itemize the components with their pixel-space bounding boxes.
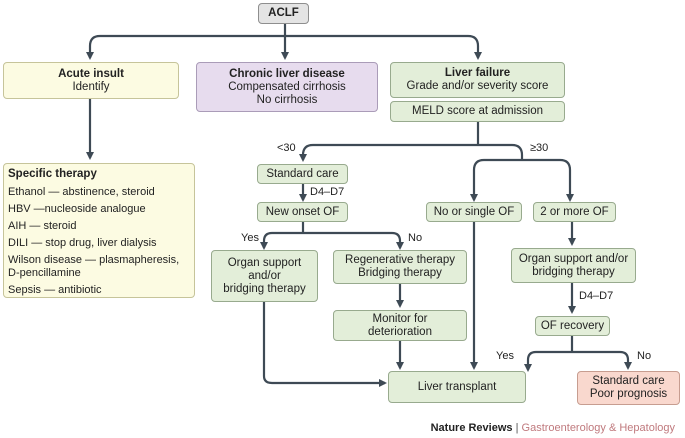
new-onset-of-label: New onset OF — [265, 205, 340, 218]
no-label-right: No — [637, 350, 652, 362]
liver-transplant-box: Liver transplant — [388, 371, 526, 403]
connector-newonset-no — [303, 231, 404, 250]
no-single-of-label: No or single OF — [433, 205, 515, 218]
regenerative-therapy-box: Regenerative therapy Bridging therapy — [333, 250, 467, 284]
connector-organ-transplant — [262, 302, 387, 387]
connector-aclf-failure — [285, 34, 482, 60]
meld-box: MELD score at admission — [390, 101, 565, 122]
liver-failure-title: Liver failure — [444, 67, 511, 79]
specific-therapy-box: Specific therapy Ethanol — abstinence, s… — [3, 163, 195, 298]
connector-high-right — [559, 158, 574, 202]
standard-care-box: Standard care — [257, 164, 348, 184]
organ-support-left-l3: bridging therapy — [223, 282, 306, 295]
monitor-box: Monitor for deterioration — [333, 310, 467, 341]
chronic-line1: Compensated cirrhosis — [228, 80, 346, 93]
connector-meld-high — [478, 143, 524, 160]
therapy-item: Sepsis — antibiotic — [8, 284, 102, 296]
credit-line: Nature Reviews | Gastroenterology & Hepa… — [431, 422, 675, 434]
yes-label-left: Yes — [241, 232, 259, 244]
meld-label: MELD score at admission — [411, 105, 544, 117]
no-single-of-box: No or single OF — [426, 202, 522, 222]
organ-support-left-l2: and/or — [248, 269, 281, 282]
acute-insult-title: Acute insult — [58, 67, 124, 80]
therapy-item: HBV —nucleoside analogue — [8, 203, 146, 215]
acute-insult-box: Acute insult Identify — [3, 62, 179, 99]
branch-low-label: <30 — [277, 142, 296, 154]
publisher-name: Nature Reviews — [430, 422, 513, 434]
credit-separator: | — [515, 422, 519, 434]
standard-care-label: Standard care — [266, 167, 339, 180]
organ-support-left-l1: Organ support — [227, 256, 302, 269]
liver-failure-box: Liver failure Grade and/or severity scor… — [390, 62, 565, 98]
poor-l1: Standard care — [592, 375, 665, 387]
no-label-left: No — [408, 232, 423, 244]
two-more-of-box: 2 or more OF — [533, 202, 616, 222]
organ-support-left-box: Organ support and/or bridging therapy — [211, 250, 318, 302]
therapy-item: DILI — stop drug, liver dialysis — [8, 237, 157, 249]
connector-aclf-acute — [86, 34, 285, 60]
therapy-title: Specific therapy — [8, 168, 97, 180]
of-recovery-label: OF recovery — [540, 319, 605, 332]
monitor-l2: deterioration — [368, 325, 432, 338]
poor-l2: Poor prognosis — [589, 388, 668, 400]
liver-failure-sub: Grade and/or severity score — [406, 80, 549, 92]
therapy-item: Ethanol — abstinence, steroid — [8, 186, 155, 198]
journal-name: Gastroenterology & Hepatology — [521, 422, 675, 434]
chronic-line2: No cirrhosis — [256, 93, 318, 106]
therapy-item: Wilson disease — plasmapheresis, D-penci… — [8, 254, 180, 279]
regen-l1: Regenerative therapy — [345, 254, 455, 266]
poor-prognosis-box: Standard care Poor prognosis — [577, 371, 680, 405]
aclf-box: ACLF — [258, 3, 309, 24]
connector-meld-low — [299, 143, 478, 162]
regen-l2: Bridging therapy — [358, 267, 442, 279]
liver-transplant-label: Liver transplant — [417, 380, 497, 393]
organ-support-right-l2: bridging therapy — [532, 265, 615, 278]
of-recovery-box: OF recovery — [535, 316, 610, 336]
connector-recovery-no — [572, 350, 632, 370]
aclf-label: ACLF — [268, 7, 299, 19]
organ-support-right-box: Organ support and/or bridging therapy — [511, 248, 636, 283]
two-more-of-label: 2 or more OF — [540, 205, 609, 218]
therapy-item: AIH — steroid — [8, 220, 77, 232]
d4d7-label-right: D4–D7 — [579, 290, 614, 302]
chronic-liver-disease-box: Chronic liver disease Compensated cirrho… — [196, 62, 378, 112]
connector-high-left — [470, 158, 485, 202]
organ-support-right-l1: Organ support and/or — [518, 252, 629, 265]
acute-insult-sub: Identify — [72, 80, 110, 93]
chronic-title: Chronic liver disease — [229, 67, 345, 80]
connector-recovery-yes — [524, 350, 572, 372]
new-onset-of-box: New onset OF — [257, 202, 348, 222]
branch-high-label: ≥30 — [530, 142, 549, 154]
connector-newonset-yes — [260, 231, 303, 250]
yes-label-right: Yes — [496, 350, 514, 362]
d4d7-label-left: D4–D7 — [310, 186, 345, 198]
monitor-l1: Monitor for — [372, 312, 428, 325]
